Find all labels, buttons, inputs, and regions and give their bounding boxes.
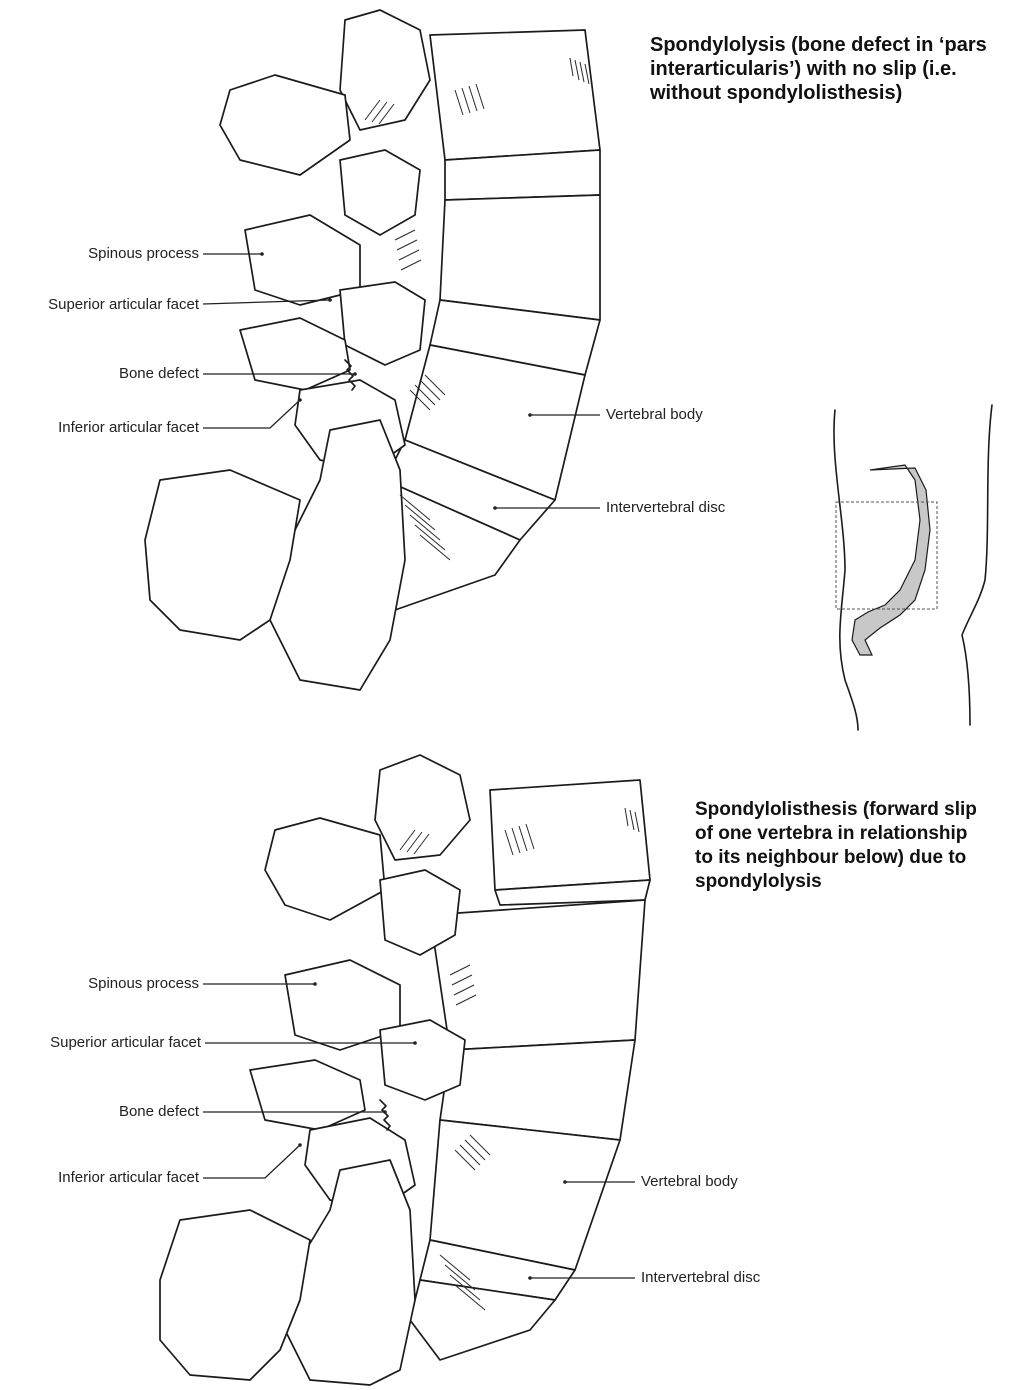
top-title-line: without spondylolisthesis) (650, 81, 987, 105)
bottom-title-line: Spondylolisthesis (forward slip (695, 798, 977, 822)
top-title-line: Spondylolysis (bone defect in ‘pars (650, 33, 987, 57)
bottom-label-superior-articular-facet: Superior articular facet (50, 1034, 201, 1052)
bottom-label-intervertebral-disc: Intervertebral disc (641, 1269, 760, 1287)
bottom-label-bone-defect: Bone defect (119, 1103, 199, 1121)
bottom-title-line: of one vertebra in relationship (695, 822, 977, 846)
bottom-label-inferior-articular-facet: Inferior articular facet (58, 1169, 199, 1187)
top-label-spinous-process: Spinous process (88, 245, 199, 263)
bottom-label-spinous-process: Spinous process (88, 975, 199, 993)
body-silhouette-inset (834, 405, 992, 730)
top-label-intervertebral-disc: Intervertebral disc (606, 499, 725, 517)
bottom-title-line: to its neighbour below) due to (695, 846, 977, 870)
bottom-label-vertebral-body: Vertebral body (641, 1173, 738, 1191)
top-label-vertebral-body: Vertebral body (606, 406, 703, 424)
top-label-inferior-articular-facet: Inferior articular facet (58, 419, 199, 437)
spine-shape-inset (852, 465, 930, 655)
bottom-vertebral-column (160, 755, 650, 1385)
top-label-bone-defect: Bone defect (119, 365, 199, 383)
top-vertebral-column (145, 10, 600, 690)
bottom-panel-title: Spondylolisthesis (forward slip of one v… (695, 798, 977, 894)
bottom-title-line: spondylolysis (695, 870, 977, 894)
top-label-superior-articular-facet: Superior articular facet (48, 296, 199, 314)
top-panel-title: Spondylolysis (bone defect in ‘pars inte… (650, 33, 987, 105)
top-title-line: interarticularis’) with no slip (i.e. (650, 57, 987, 81)
